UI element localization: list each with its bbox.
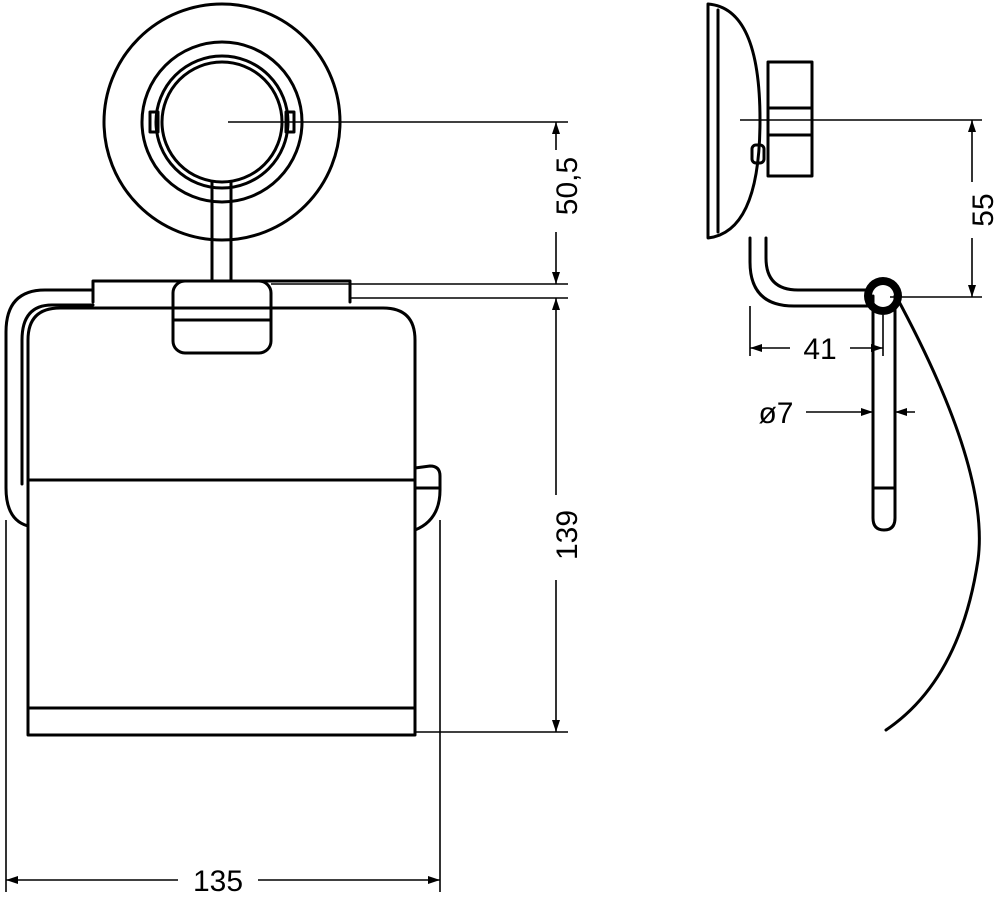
top-lid <box>91 279 352 355</box>
side-arm <box>748 236 872 308</box>
side-dimensions: 55 41 ø7 <box>740 119 1000 430</box>
side-mount-block <box>750 60 814 178</box>
dimension-drop: 55 <box>967 120 1000 297</box>
dimension-label-rod-diameter: ø7 <box>758 397 793 430</box>
side-wall-plate <box>706 2 762 240</box>
mount-stem <box>210 180 233 282</box>
dimension-label-width: 135 <box>193 865 243 898</box>
side-rod <box>4 288 95 528</box>
side-cover-flap <box>884 294 981 732</box>
dimension-rod-diameter: ø7 <box>758 397 915 430</box>
dimension-depth: 41 <box>750 333 883 366</box>
dimension-label-drop: 55 <box>967 193 1000 226</box>
dimension-mount-offset: 50,5 <box>551 122 584 284</box>
dimension-label-height: 139 <box>551 510 584 560</box>
dimension-label-mount-offset: 50,5 <box>551 157 584 215</box>
right-clip <box>413 464 442 532</box>
dimension-height: 139 <box>551 298 584 732</box>
dimension-label-depth: 41 <box>803 333 836 366</box>
side-rod <box>871 294 897 532</box>
cover-body <box>26 306 417 737</box>
front-dimensions: 50,5 139 135 <box>5 121 584 898</box>
side-view <box>706 2 981 732</box>
dimension-width: 135 <box>6 865 440 898</box>
front-view <box>4 2 442 737</box>
